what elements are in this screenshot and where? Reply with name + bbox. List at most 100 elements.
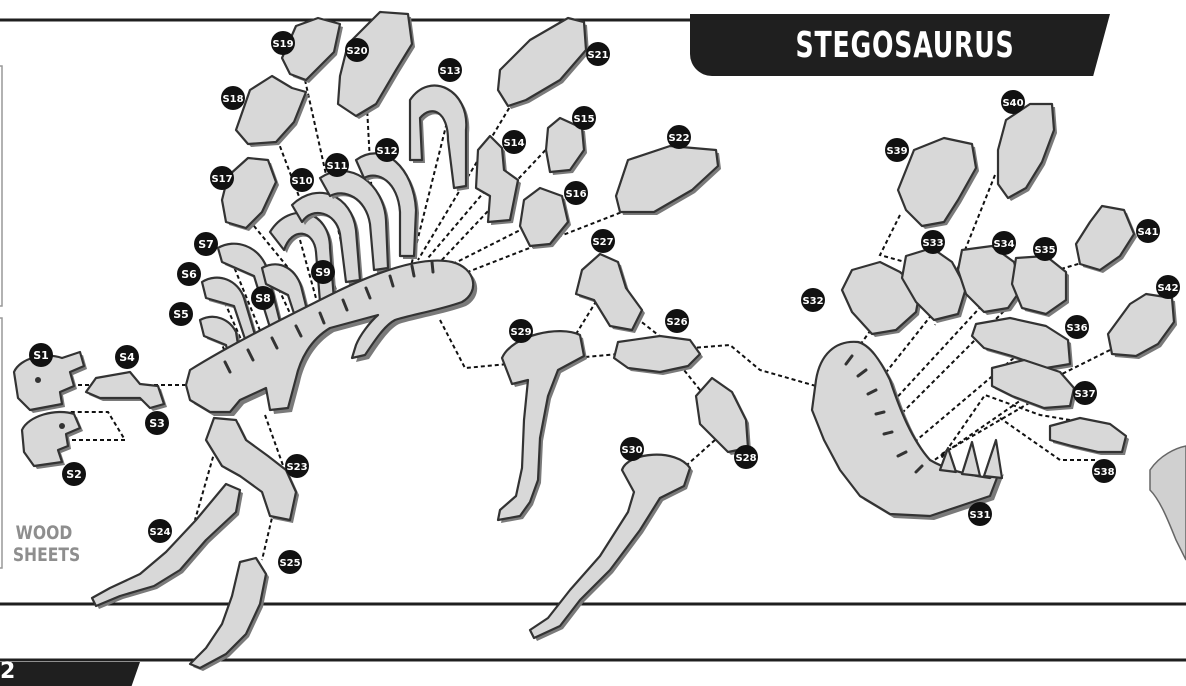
- label-text: S29: [510, 327, 531, 338]
- label-s8: S8: [251, 286, 275, 310]
- label-text: S33: [922, 238, 943, 249]
- piece-s41: [1076, 206, 1137, 273]
- label-s10: S10: [290, 168, 314, 192]
- label-text: S35: [1034, 245, 1055, 256]
- label-text: S31: [969, 510, 990, 521]
- wood-sheets-label: WOOD SHEETS: [13, 522, 75, 566]
- label-text: S27: [592, 237, 613, 248]
- label-s30: S30: [620, 437, 644, 461]
- label-text: S20: [346, 46, 367, 57]
- label-text: S23: [286, 462, 307, 473]
- label-s20: S20: [345, 38, 369, 62]
- label-text: S21: [587, 50, 608, 61]
- label-s31: S31: [968, 502, 992, 526]
- label-text: S26: [666, 317, 687, 328]
- label-text: S34: [993, 239, 1014, 250]
- label-s42: S42: [1156, 275, 1180, 299]
- page-number-tab: [0, 662, 140, 686]
- label-s28: S28: [734, 445, 758, 469]
- label-s11: S11: [325, 153, 349, 177]
- piece-s30: [530, 455, 693, 641]
- piece-s25: [190, 558, 269, 671]
- label-s14: S14: [502, 130, 526, 154]
- wood-sheets-line1: WOOD: [13, 522, 75, 544]
- label-text: S32: [802, 296, 823, 307]
- label-s38: S38: [1092, 459, 1116, 483]
- label-s24: S24: [148, 519, 172, 543]
- label-text: S18: [222, 94, 243, 105]
- label-text: S10: [291, 176, 312, 187]
- piece-s17: [222, 158, 279, 231]
- label-s40: S40: [1001, 90, 1025, 114]
- label-s7: S7: [194, 232, 218, 256]
- label-text: S14: [503, 138, 524, 149]
- piece-partial-right: [1150, 446, 1186, 560]
- label-text: S19: [272, 39, 293, 50]
- label-s5: S5: [169, 302, 193, 326]
- label-s19: S19: [271, 31, 295, 55]
- label-text: S5: [173, 308, 189, 321]
- piece-s39: [898, 138, 979, 229]
- label-text: S28: [735, 453, 756, 464]
- label-s32: S32: [801, 288, 825, 312]
- piece-s13: [410, 86, 469, 191]
- label-s27: S27: [591, 229, 615, 253]
- piece-s22: [616, 146, 721, 215]
- wood-sheet-thumb-bottom: [0, 318, 2, 568]
- label-text: S1: [33, 349, 49, 362]
- label-text: S36: [1066, 323, 1087, 334]
- label-text: S25: [279, 558, 300, 569]
- label-s12: S12: [375, 138, 399, 162]
- label-text: S6: [181, 268, 197, 281]
- label-s15: S15: [572, 106, 596, 130]
- label-s39: S39: [885, 138, 909, 162]
- label-s21: S21: [586, 42, 610, 66]
- piece-s28: [696, 378, 751, 455]
- label-s41: S41: [1136, 219, 1160, 243]
- piece-s3-s4: [86, 372, 167, 411]
- label-s4: S4: [115, 345, 139, 369]
- label-text: S39: [886, 146, 907, 157]
- label-text: S41: [1137, 227, 1158, 238]
- label-s17: S17: [210, 166, 234, 190]
- piece-s21: [498, 18, 589, 109]
- piece-s27: [576, 254, 645, 333]
- label-text: S3: [149, 417, 165, 430]
- label-text: S11: [326, 161, 347, 172]
- piece-s16: [520, 188, 571, 249]
- label-s22: S22: [667, 125, 691, 149]
- label-text: S30: [621, 445, 642, 456]
- label-s25: S25: [278, 550, 302, 574]
- label-s18: S18: [221, 86, 245, 110]
- label-s16: S16: [564, 181, 588, 205]
- label-text: S24: [149, 527, 170, 538]
- wood-sheet-thumb-top: [0, 66, 2, 306]
- label-text: S9: [315, 266, 331, 279]
- wood-sheets-line2: SHEETS: [13, 544, 75, 566]
- label-text: S2: [66, 468, 82, 481]
- label-s23: S23: [285, 454, 309, 478]
- label-s33: S33: [921, 230, 945, 254]
- label-s1: S1: [29, 343, 53, 367]
- piece-s26: [614, 336, 703, 375]
- label-text: S7: [198, 238, 214, 251]
- label-text: S4: [119, 351, 135, 364]
- piece-s40: [998, 104, 1057, 201]
- label-text: S16: [565, 189, 586, 200]
- piece-s38: [1050, 418, 1129, 455]
- label-text: S38: [1093, 467, 1114, 478]
- label-text: S15: [573, 114, 594, 125]
- label-text: S22: [668, 133, 689, 144]
- label-s29: S29: [509, 319, 533, 343]
- label-s9: S9: [311, 260, 335, 284]
- label-s34: S34: [992, 231, 1016, 255]
- label-s35: S35: [1033, 237, 1057, 261]
- label-s2: S2: [62, 462, 86, 486]
- piece-s18: [236, 76, 309, 147]
- piece-s24: [92, 484, 243, 609]
- label-s6: S6: [177, 262, 201, 286]
- label-text: S37: [1074, 389, 1095, 400]
- label-text: S17: [211, 174, 232, 185]
